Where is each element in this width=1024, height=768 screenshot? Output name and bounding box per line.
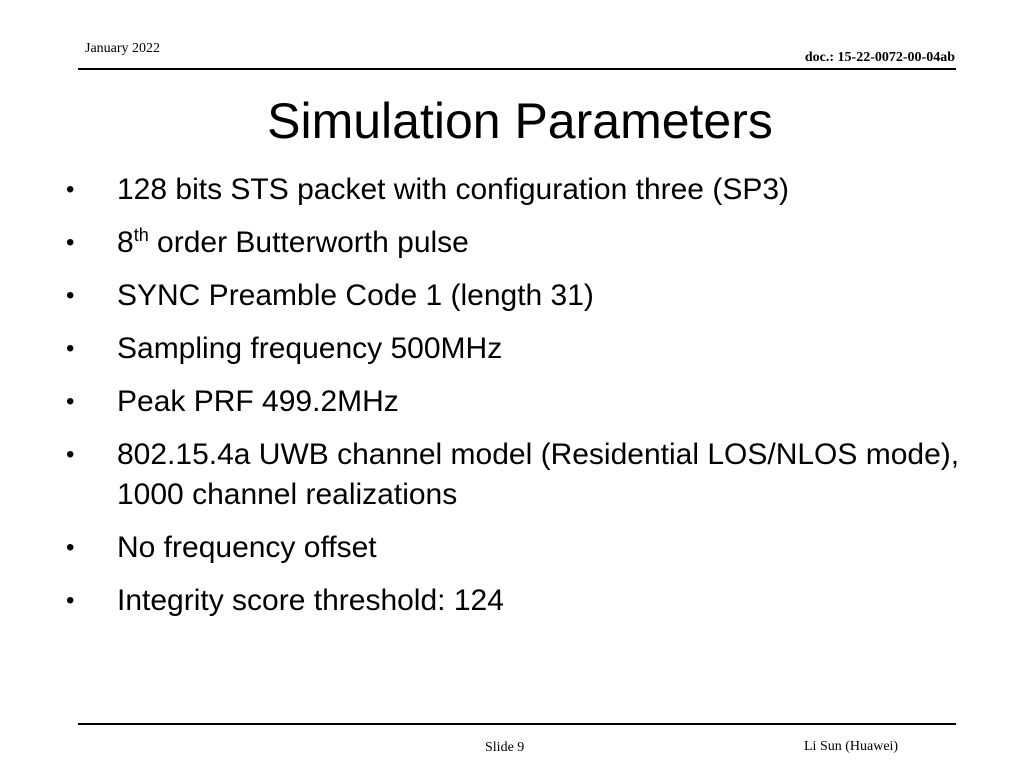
bullet-item: • Sampling frequency 500MHz <box>62 329 972 369</box>
bullet-marker: • <box>66 229 75 256</box>
bullet-text: SYNC Preamble Code 1 (length 31) <box>117 279 594 312</box>
bullet-item: • 128 bits STS packet with configuration… <box>62 170 972 210</box>
bullet-text-remainder: order Butterworth pulse <box>148 226 469 259</box>
bullet-text: 128 bits STS packet with configuration t… <box>117 173 790 206</box>
bullet-item: • 8th order Butterworth pulse <box>62 223 972 263</box>
bullet-marker: • <box>66 282 75 309</box>
bullet-item: • Integrity score threshold: 124 <box>62 581 972 621</box>
bullet-text: Peak PRF 499.2MHz <box>117 385 399 418</box>
bullet-text-superscript: th <box>133 225 149 245</box>
bullet-marker: • <box>66 441 75 468</box>
slide-title: Simulation Parameters <box>267 93 773 149</box>
bullet-text: 802.15.4a UWB channel model (Residential… <box>117 438 960 511</box>
bullet-marker: • <box>66 587 75 614</box>
bullet-item: • Peak PRF 499.2MHz <box>62 382 972 422</box>
bullet-marker: • <box>66 335 75 362</box>
bullet-item: • SYNC Preamble Code 1 (length 31) <box>62 276 972 316</box>
bullet-item: • 802.15.4a UWB channel model (Residenti… <box>62 435 972 515</box>
footer-divider <box>78 723 956 725</box>
header-date: January 2022 <box>85 41 161 56</box>
slide-number: Slide 9 <box>485 740 525 755</box>
bullet-marker: • <box>66 388 75 415</box>
bullet-text: No frequency offset <box>117 531 377 564</box>
bullet-text: Integrity score threshold: 124 <box>117 584 504 617</box>
footer-author: Li Sun (Huawei) <box>804 739 899 754</box>
bullet-item: • No frequency offset <box>62 528 972 568</box>
bullet-text: Sampling frequency 500MHz <box>117 332 503 365</box>
bullet-text-ordinal: 8 <box>117 226 134 259</box>
bullet-marker: • <box>66 534 75 561</box>
header-document-id: doc.: 15-22-0072-00-04ab <box>804 50 955 65</box>
bullet-list: • 128 bits STS packet with configuration… <box>62 170 972 634</box>
header-divider <box>78 68 956 70</box>
bullet-marker: • <box>66 176 75 203</box>
